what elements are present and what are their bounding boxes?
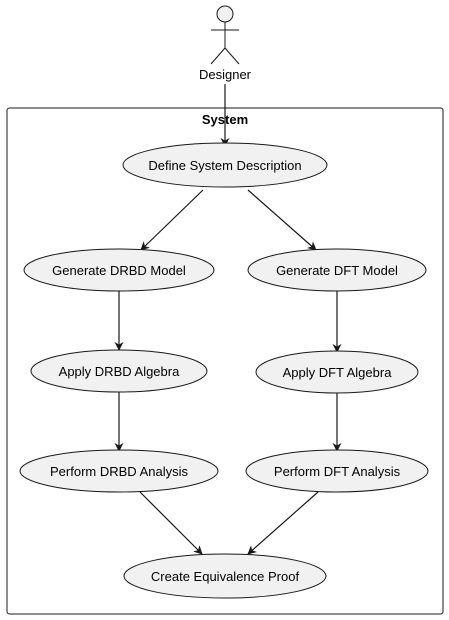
use-case-shape <box>255 350 419 394</box>
use-case-apply-dft-algebra[interactable]: Apply DFT Algebra <box>255 350 419 394</box>
actor-designer[interactable]: Designer <box>199 5 252 82</box>
use-case-perform-drbd-analysis[interactable]: Perform DRBD Analysis <box>19 449 219 493</box>
edge-perf-dft-proof <box>247 491 319 555</box>
actor-label: Designer <box>199 67 252 82</box>
use-case-label: Generate DRBD Model <box>52 263 186 278</box>
use-case-shape <box>123 553 327 599</box>
edge-define-gen-drbd <box>140 189 204 251</box>
stick-figure-icon <box>210 5 240 65</box>
use-case-shape <box>247 248 427 292</box>
use-case-define-system-description[interactable]: Define System Description <box>122 142 328 188</box>
actor-left-leg <box>210 47 226 65</box>
use-case-generate-dft-model[interactable]: Generate DFT Model <box>247 248 427 292</box>
use-case-create-equivalence-proof[interactable]: Create Equivalence Proof <box>123 553 327 599</box>
actor-right-leg <box>224 47 240 65</box>
actor-head <box>216 5 234 23</box>
use-case-shape <box>245 449 429 493</box>
use-case-label: Apply DFT Algebra <box>283 365 393 380</box>
use-case-apply-drbd-algebra[interactable]: Apply DRBD Algebra <box>30 349 208 393</box>
use-case-label: Generate DFT Model <box>276 263 398 278</box>
use-case-label: Apply DRBD Algebra <box>59 364 180 379</box>
use-case-generate-drbd-model[interactable]: Generate DRBD Model <box>23 248 215 292</box>
use-case-label: Perform DRBD Analysis <box>50 464 188 479</box>
edges <box>114 84 342 555</box>
use-case-label: Perform DFT Analysis <box>274 464 401 479</box>
use-case-perform-dft-analysis[interactable]: Perform DFT Analysis <box>245 449 429 493</box>
use-case-shape <box>23 248 215 292</box>
use-case-shape <box>19 449 219 493</box>
edge-define-gen-dft <box>247 189 317 251</box>
use-case-label: Create Equivalence Proof <box>151 569 300 584</box>
use-case-shape <box>122 142 328 188</box>
use-case-label: Define System Description <box>148 158 301 173</box>
use-case-shape <box>30 349 208 393</box>
edge-perf-drbd-proof <box>139 491 203 555</box>
